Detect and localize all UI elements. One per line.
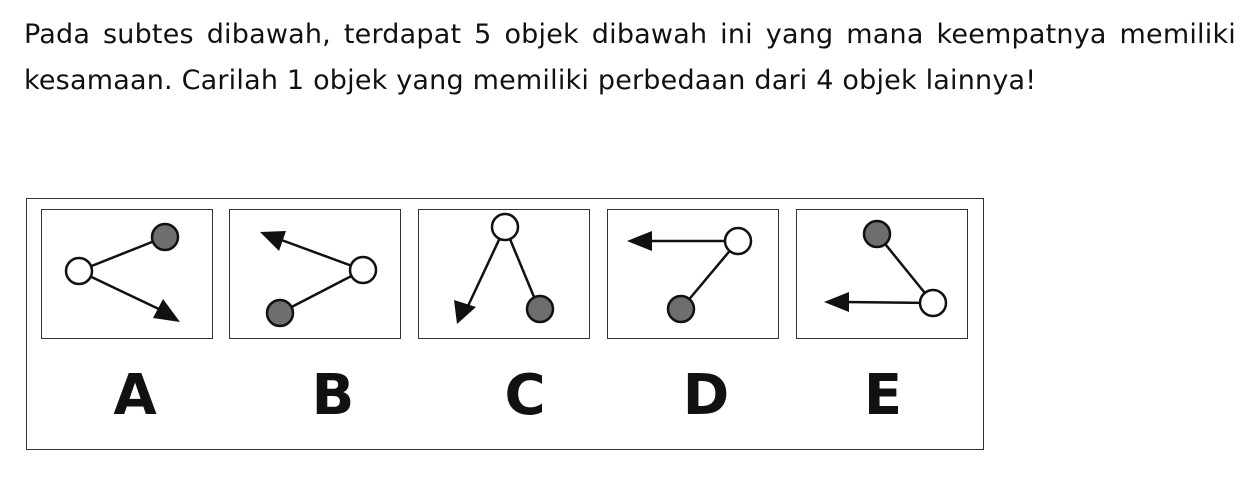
connector-line xyxy=(503,226,541,310)
connector-line xyxy=(680,240,739,310)
hollow-circle-icon xyxy=(490,212,520,242)
option-e-figure xyxy=(824,219,948,318)
connector-line xyxy=(876,233,934,304)
filled-circle-icon xyxy=(525,294,555,324)
option-c-figure xyxy=(454,212,555,324)
arrowhead-icon xyxy=(824,292,849,312)
arrowhead-icon xyxy=(627,231,652,251)
option-a-panel[interactable] xyxy=(41,209,213,339)
option-label-b: B xyxy=(311,363,355,428)
arrowhead-icon xyxy=(454,300,476,324)
filled-circle-icon xyxy=(265,298,295,328)
connector-line xyxy=(466,226,507,307)
arrowhead-icon xyxy=(260,231,286,251)
hollow-circle-icon xyxy=(918,288,948,318)
option-a-figure xyxy=(64,222,180,322)
connector-line xyxy=(279,268,364,315)
option-d-panel[interactable] xyxy=(607,209,779,339)
filled-circle-icon xyxy=(150,222,180,252)
option-label-c: C xyxy=(504,363,546,428)
option-b-figure xyxy=(260,231,378,328)
hollow-circle-icon xyxy=(723,226,753,256)
option-c-panel[interactable] xyxy=(418,209,590,339)
option-label-a: A xyxy=(113,363,157,428)
hollow-circle-icon xyxy=(348,255,378,285)
option-b-panel[interactable] xyxy=(229,209,401,339)
filled-circle-icon xyxy=(666,294,696,324)
option-d-figure xyxy=(627,226,753,324)
connector-line xyxy=(275,236,364,272)
filled-circle-icon xyxy=(862,219,892,249)
connector-line xyxy=(841,300,934,305)
connector-line xyxy=(78,269,164,313)
option-label-d: D xyxy=(682,363,730,428)
question-text: Pada subtes dibawah, terdapat 5 objek di… xyxy=(24,19,1236,96)
options-frame xyxy=(26,198,984,450)
option-label-e: E xyxy=(863,363,903,428)
arrowhead-icon xyxy=(153,299,180,322)
hollow-circle-icon xyxy=(64,256,94,286)
option-e-panel[interactable] xyxy=(796,209,968,339)
